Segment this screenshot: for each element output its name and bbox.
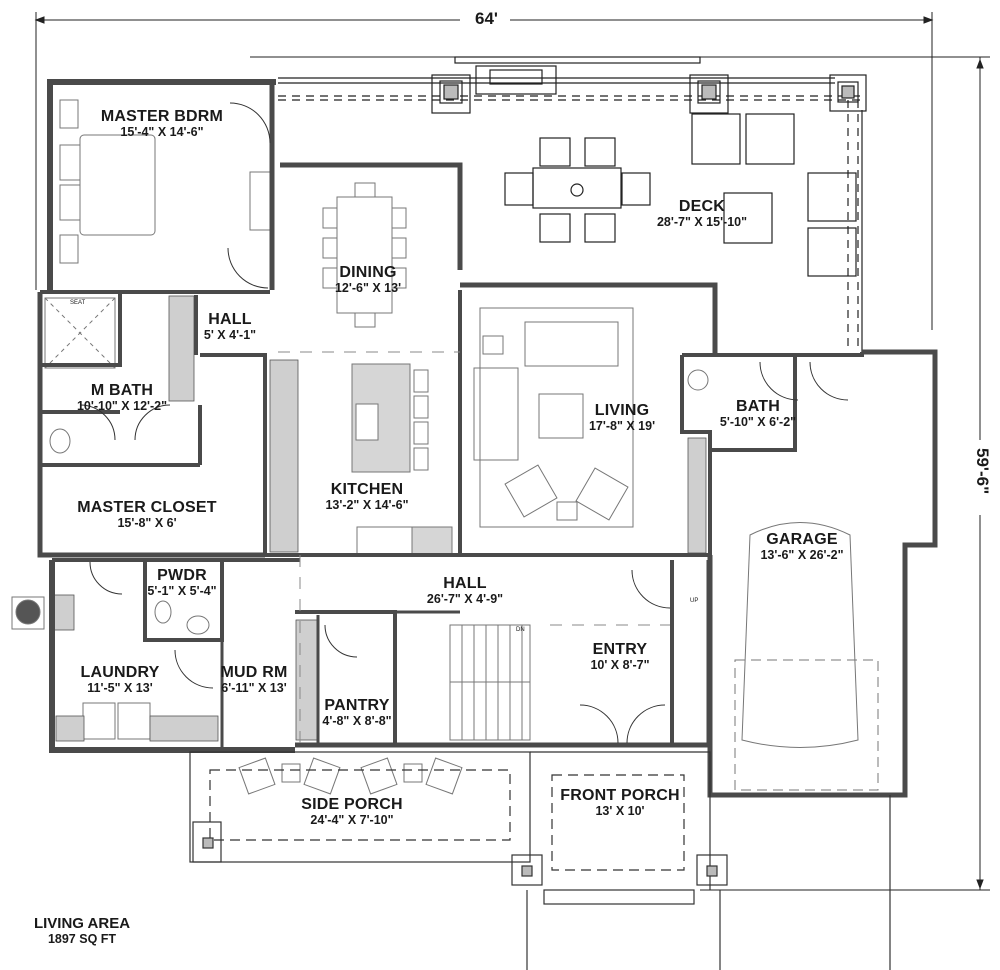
room-name: LAUNDRY — [80, 664, 160, 681]
room-pwdr: PWDR 5'-1" X 5'-4" — [147, 567, 216, 598]
room-hall-main: HALL 26'-7" X 4'-9" — [427, 575, 503, 606]
room-dimensions: 15'-8" X 6' — [117, 515, 177, 530]
room-laundry: LAUNDRY 11'-5" X 13' — [80, 664, 159, 695]
overall-depth-label: 59'-6" — [973, 448, 992, 495]
room-m-bath: M BATH 10'-10" X 12'-2" — [77, 382, 167, 413]
room-dimensions: 5'-1" X 5'-4" — [147, 583, 217, 598]
room-name: ENTRY — [592, 641, 648, 658]
room-kitchen: KITCHEN 13'-2" X 14'-6" — [325, 481, 408, 512]
room-dimensions: 13'-6" X 26'-2" — [760, 547, 844, 562]
room-name: GARAGE — [766, 531, 838, 548]
room-dimensions: 28'-7" X 15'-10" — [656, 214, 748, 229]
room-dining: DINING 12'-6" X 13' — [335, 264, 401, 295]
room-dimensions: 10' X 8'-7" — [590, 657, 650, 672]
room-dimensions: 4'-8" X 8'-8" — [322, 713, 392, 728]
room-dimensions: 15'-4" X 14'-6" — [120, 124, 204, 139]
room-dimensions: 6'-11" X 13' — [221, 680, 287, 695]
room-name: SIDE PORCH — [301, 796, 403, 813]
room-name: KITCHEN — [330, 481, 404, 498]
room-name: M BATH — [90, 382, 154, 399]
room-deck: DECK 28'-7" X 15'-10" — [657, 198, 747, 229]
room-name: FRONT PORCH — [560, 787, 680, 804]
room-name: PANTRY — [324, 697, 390, 714]
room-name: HALL — [208, 311, 252, 328]
room-dimensions: 17'-8" X 19' — [588, 418, 656, 433]
room-name: MASTER BDRM — [100, 108, 224, 125]
room-name: DECK — [678, 198, 726, 215]
deck-outline — [278, 56, 867, 352]
room-name: DINING — [339, 264, 397, 281]
room-name: PWDR — [157, 567, 207, 584]
stair-down-label: DN — [516, 627, 525, 633]
room-front-porch: FRONT PORCH 13' X 10' — [560, 787, 680, 818]
room-name: MASTER CLOSET — [77, 499, 217, 516]
room-side-porch: SIDE PORCH 24'-4" X 7'-10" — [301, 796, 403, 827]
room-dimensions: 5' X 4'-1" — [203, 327, 257, 342]
room-dimensions: 24'-4" X 7'-10" — [310, 812, 394, 827]
room-bath: BATH 5'-10" X 6'-2" — [720, 398, 796, 429]
room-hall-upper: HALL 5' X 4'-1" — [204, 311, 256, 342]
room-master-closet: MASTER CLOSET 15'-8" X 6' — [77, 499, 217, 530]
overall-width-label: 64' — [475, 9, 498, 28]
room-living: LIVING 17'-8" X 19' — [589, 402, 655, 433]
shower-seat-label: SEAT — [70, 300, 86, 306]
room-name: BATH — [735, 398, 781, 415]
room-dimensions: 5'-10" X 6'-2" — [719, 414, 797, 429]
living-area-summary: LIVING AREA 1897 SQ FT — [34, 915, 130, 947]
room-pantry: PANTRY 4'-8" X 8'-8" — [322, 697, 391, 728]
room-name: LIVING — [594, 402, 650, 419]
room-mud-rm: MUD RM 6'-11" X 13' — [221, 664, 288, 695]
room-dimensions: 26'-7" X 4'-9" — [426, 591, 504, 606]
room-dimensions: 12'-6" X 13' — [334, 280, 402, 295]
room-dimensions: 11'-5" X 13' — [87, 680, 153, 695]
room-master-bdrm: MASTER BDRM 15'-4" X 14'-6" — [101, 108, 223, 139]
room-name: MUD RM — [220, 664, 288, 681]
living-area-label: LIVING AREA — [33, 915, 131, 932]
living-area-value: 1897 SQ FT — [47, 932, 117, 947]
room-dimensions: 10'-10" X 12'-2" — [76, 398, 168, 413]
room-dimensions: 13' X 10' — [595, 803, 645, 818]
room-garage: GARAGE 13'-6" X 26'-2" — [760, 531, 843, 562]
room-entry: ENTRY 10' X 8'-7" — [590, 641, 649, 672]
room-name: HALL — [443, 575, 487, 592]
stair-up-label: UP — [690, 598, 699, 604]
room-dimensions: 13'-2" X 14'-6" — [325, 497, 409, 512]
